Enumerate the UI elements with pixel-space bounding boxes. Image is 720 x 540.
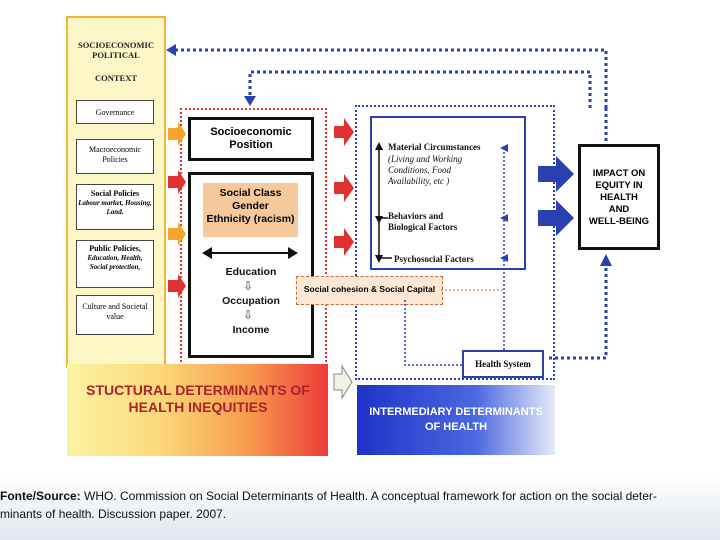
behaviors-label-line-2: Biological Factors: [388, 222, 458, 232]
context-arrow-icon: [168, 274, 186, 298]
down-arrow-icon: ⇩: [243, 279, 254, 293]
banner-arrow-icon: [333, 364, 353, 400]
context-item-label: Governance: [95, 108, 135, 117]
structural-to-intermediary-arrow-icon: [334, 228, 354, 256]
structural-banner-line-1: STUCTURAL DETERMINANTS OF: [86, 382, 310, 398]
context-arrow-icon: [168, 170, 186, 194]
context-arrow-icon: [168, 122, 186, 146]
connector-arrows: [166, 44, 612, 400]
context-arrow-icon: [168, 222, 186, 246]
source-citation: Fonte/Source: WHO. Commission on Social …: [0, 487, 716, 523]
source-text-line-2: minants of health. Discussion paper. 200…: [0, 507, 227, 521]
impact-line-4: AND: [608, 204, 630, 215]
occupation-label: Occupation: [222, 295, 280, 307]
impact-line-3: HEALTH: [600, 192, 638, 203]
intermediary-to-impact-arrow-icon: [538, 200, 574, 236]
impact-line-5: WELL-BEING: [588, 216, 650, 227]
intermediary-to-impact-arrow-icon: [538, 156, 574, 192]
impact-box: IMPACT ON EQUITY IN HEALTH AND WELL-BEIN…: [578, 144, 660, 250]
source-text-line-1: WHO. Commission on Social Determinants o…: [80, 489, 657, 503]
material-sub-line-1: (Living and Working: [388, 154, 463, 164]
context-item-culture: Culture and Societal value: [76, 295, 154, 335]
structural-banner-line-2: HEALTH INEQUITIES: [128, 399, 268, 415]
down-arrow-icon: ⇩: [243, 308, 254, 322]
health-system-box: Health System: [462, 350, 544, 378]
context-title-line-2: POLITICAL: [92, 50, 140, 60]
context-panel: SOCIOECONOMIC POLITICAL CONTEXT Governan…: [66, 16, 166, 368]
intermediary-banner-line-1: INTERMEDIARY DETERMINANTS: [369, 406, 543, 418]
impact-line-2: EQUITY IN: [595, 180, 643, 191]
context-item-sub: Education, Health, Social protection,: [87, 254, 143, 271]
material-circumstances-label: Material Circumstances: [388, 142, 481, 152]
context-item-public-policies: Public Policies, Education, Health, Soci…: [76, 240, 154, 288]
intermediary-determinants-banner: INTERMEDIARY DETERMINANTS OF HEALTH: [357, 385, 555, 455]
feedback-arrowhead-icon: [244, 96, 256, 106]
context-item-label: Public Policies,: [89, 244, 141, 253]
context-item-label: Macroeconomic Policies: [89, 145, 141, 164]
income-label: Income: [232, 324, 270, 336]
material-sub-line-2: Conditions, Food: [388, 165, 452, 175]
behaviors-label-line-1: Behaviors and: [388, 211, 444, 221]
intermediary-inner-box: [370, 116, 526, 270]
impact-line-1: IMPACT ON: [592, 168, 646, 179]
context-item-label: Social Policies: [90, 189, 140, 198]
context-title-line-3: CONTEXT: [94, 73, 138, 83]
structural-to-intermediary-arrow-icon: [334, 174, 354, 202]
education-label: Education: [225, 266, 277, 278]
ethnicity-label: Ethnicity (racism): [206, 213, 295, 225]
social-class-box: Social Class Gender Ethnicity (racism): [203, 183, 298, 237]
socioeconomic-position-box: Socioeconomic Position: [188, 117, 314, 161]
context-item-macroeconomic: Macroeconomic Policies: [76, 139, 154, 174]
feedback-arrowhead-icon: [600, 254, 612, 266]
feedback-line-icon: [172, 48, 608, 108]
social-cohesion-box: Social cohesion & Social Capital: [296, 276, 443, 305]
social-class-label: Social Class: [219, 187, 282, 199]
context-item-governance: Governance: [76, 100, 154, 124]
double-arrow-icon: [202, 247, 298, 259]
feedback-arrowhead-icon: [166, 44, 176, 56]
context-item-label: Culture and Societal value: [82, 302, 148, 321]
psychosocial-label: Psychosocial Factors: [394, 254, 474, 264]
structural-to-intermediary-arrow-icon: [334, 118, 354, 146]
feedback-line-icon: [546, 262, 608, 360]
gender-label: Gender: [232, 200, 269, 212]
source-label: Fonte/Source:: [0, 489, 81, 503]
context-item-social-policies: Social Policies Labour market, Housing, …: [76, 184, 154, 230]
context-title-line-1: SOCIOECONOMIC: [77, 40, 155, 50]
feedback-line-icon: [248, 70, 592, 108]
intermediary-banner-line-2: OF HEALTH: [424, 421, 488, 433]
intermediary-dotted-border: [355, 105, 555, 380]
context-item-sub: Labour market, Housing, Land.: [78, 199, 152, 216]
material-sub-line-3: Availability, etc ): [388, 176, 450, 186]
structural-determinants-banner: STUCTURAL DETERMINANTS OF HEALTH INEQUIT…: [67, 364, 328, 456]
